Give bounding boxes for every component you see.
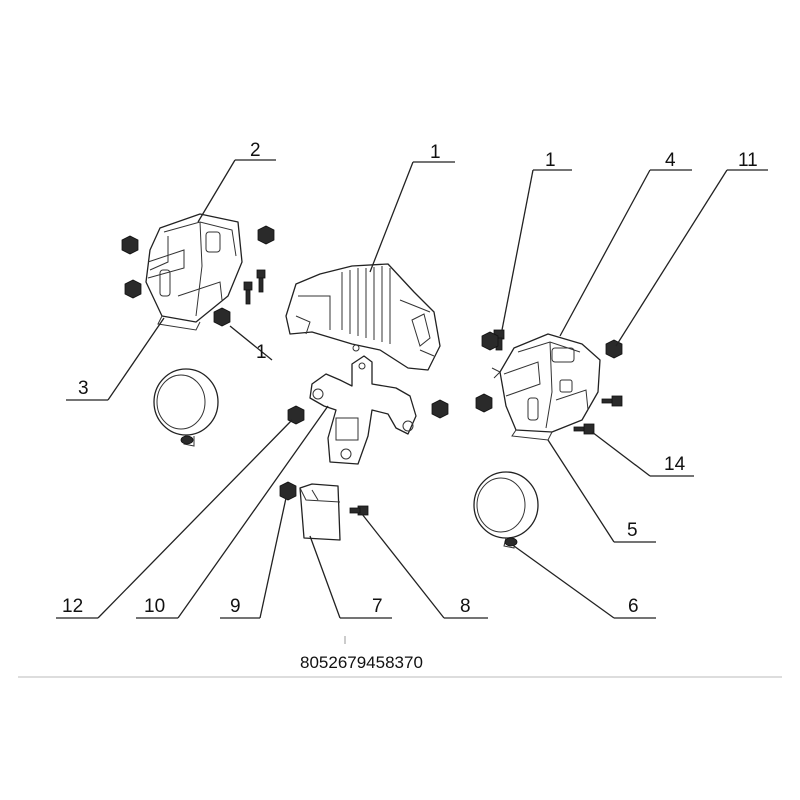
center-upper-bracket — [285, 263, 441, 371]
right-fog-lamp — [473, 471, 539, 549]
nut-left-right-assembly-icon — [475, 393, 493, 413]
bolt-8-icon — [243, 281, 253, 305]
callout-1-left: 1 — [256, 342, 267, 363]
left-fasteners — [121, 225, 275, 327]
callout-8: 8 — [460, 596, 471, 617]
callout-4: 4 — [665, 150, 676, 171]
bolt-8-icon — [349, 505, 369, 516]
callout-10: 10 — [144, 596, 165, 617]
nut-9-icon — [279, 481, 297, 501]
callout-12: 12 — [62, 596, 83, 617]
bolt-14-icon — [573, 423, 595, 435]
callout-11: 11 — [738, 150, 758, 171]
nut-1-icon — [213, 307, 231, 327]
center-mounting-plate — [309, 355, 417, 465]
callout-3: 3 — [78, 378, 89, 399]
right-fasteners — [475, 329, 623, 435]
part-code: 8052679458370 — [300, 653, 423, 672]
callout-14: 14 — [664, 454, 686, 475]
nut-right-plate-icon — [431, 399, 449, 419]
nut-1-icon — [481, 331, 499, 351]
callout-5: 5 — [627, 520, 638, 541]
callout-7: 7 — [372, 596, 383, 617]
callout-6: 6 — [628, 596, 639, 617]
right-bracket-assembly — [491, 333, 601, 441]
callout-9: 9 — [230, 596, 241, 617]
callout-1-center: 1 — [430, 142, 441, 163]
bolt-14-icon — [601, 395, 623, 407]
nut-12-icon — [121, 235, 139, 255]
leader-lines — [56, 159, 768, 619]
bolt-8-icon — [256, 269, 266, 293]
callout-labels: 2 1 1 4 11 1 3 14 5 12 10 9 7 8 6 — [62, 140, 758, 617]
nut-11-icon — [605, 339, 623, 359]
callout-1-right: 1 — [545, 150, 556, 171]
nut-12-icon — [287, 405, 305, 425]
left-fog-lamp — [153, 368, 219, 447]
nut-11-icon — [257, 225, 275, 245]
left-bracket-assembly — [145, 213, 243, 331]
rubber-pad — [299, 483, 341, 541]
callout-2: 2 — [250, 140, 261, 161]
nut-12-icon — [124, 279, 142, 299]
